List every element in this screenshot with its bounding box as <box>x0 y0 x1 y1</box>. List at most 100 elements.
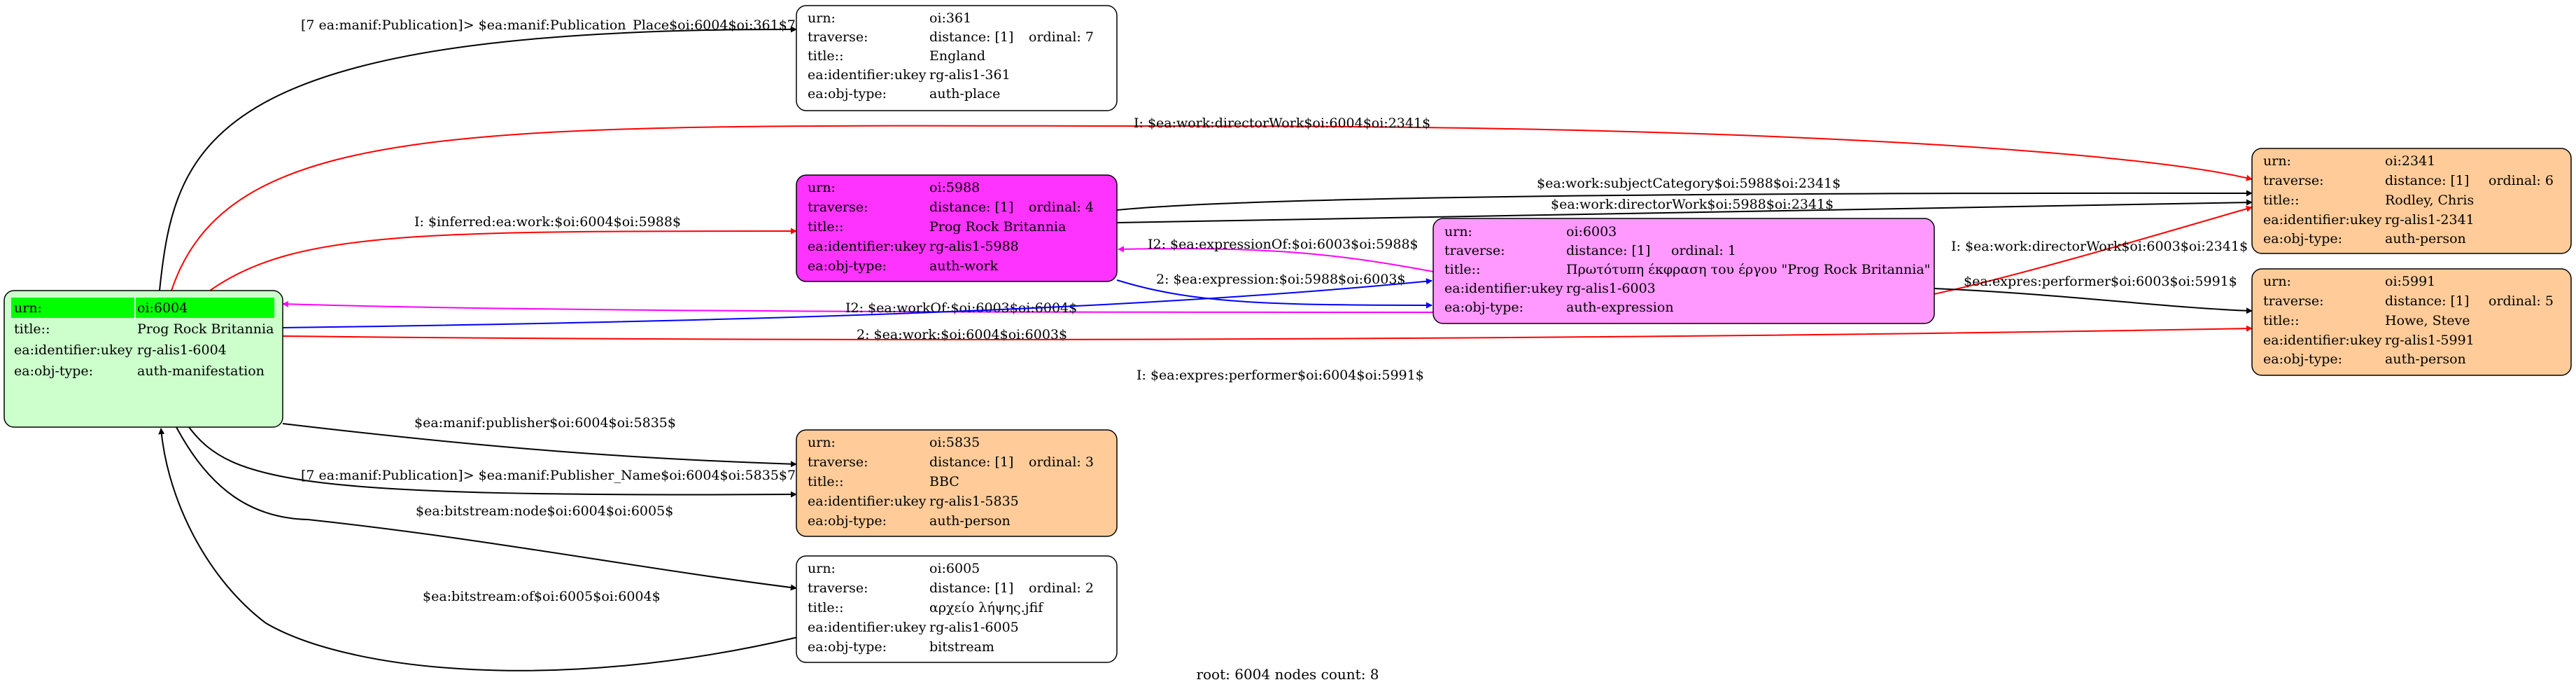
edge-label: $ea:bitstream:node$oi:6004$oi:6005$ <box>416 503 673 519</box>
edge-expression[interactable]: 2: $ea:expression:$oi:5988$oi:6003$ <box>1116 272 1433 309</box>
row-value: auth-manifestation <box>137 363 265 379</box>
edge-subject-category[interactable]: $ea:work:subjectCategory$oi:5988$oi:2341… <box>1116 176 2253 211</box>
node-row-title: title:: BBC <box>808 474 959 489</box>
row-value: rg-alis1-5835 <box>929 494 1019 509</box>
node-row-urn: urn: oi:6005 <box>808 561 980 576</box>
row-key: urn: <box>808 561 836 576</box>
row-key: title:: <box>14 321 50 337</box>
row-value: distance: [1] <box>2385 293 2469 309</box>
node-row-identifier: ea:identifier:ukey rg-alis1-361 <box>808 67 1011 83</box>
row-key: traverse: <box>2263 293 2324 309</box>
edge-label: $ea:expres:performer$oi:6003$oi:5991$ <box>1964 274 2237 289</box>
node-row-traverse: traverse: distance: [1] ordinal: 6 <box>2263 173 2554 188</box>
node-row-title: title:: Rodley, Chris <box>2263 193 2474 208</box>
row-key: ea:identifier:ukey <box>808 67 927 83</box>
row-value: αρχείο λήψης.jfif <box>929 600 1044 615</box>
row-key: urn: <box>1444 224 1472 239</box>
node-oi-6005[interactable]: urn: oi:6005 traverse: distance: [1] ord… <box>796 555 1118 663</box>
edge-publisher-name[interactable]: [7 ea:manif:Publication]> $ea:manif:Publ… <box>188 426 797 498</box>
row-value: rg-alis1-6003 <box>1566 281 1656 296</box>
node-row-obj-type: ea:obj-type: auth-expression <box>1444 300 1674 315</box>
node-oi-6003[interactable]: urn: oi:6003 traverse: distance: [1] ord… <box>1433 218 1935 324</box>
edge-performer-red[interactable]: I: $ea:expres:performer$oi:6004$oi:5991$ <box>282 325 2253 383</box>
row-value: oi:6003 <box>1566 224 1617 239</box>
row-extra: ordinal: 7 <box>1029 29 1094 45</box>
row-value: auth-place <box>929 86 1000 102</box>
row-key: ea:identifier:ukey <box>2263 333 2382 348</box>
row-extra: ordinal: 2 <box>1029 580 1094 596</box>
row-value: distance: [1] <box>1566 243 1650 258</box>
node-row-urn: urn: oi:2341 <box>2263 153 2435 169</box>
edge-publisher[interactable]: $ea:manif:publisher$oi:6004$oi:5835$ <box>282 415 797 468</box>
row-key: title:: <box>808 474 843 489</box>
edge-inferred-work[interactable]: I: $inferred:ea:work:$oi:6004$oi:5988$ <box>209 214 797 291</box>
edge-label: 2: $ea:expression:$oi:5988$oi:6003$ <box>1156 272 1406 287</box>
row-value: distance: [1] <box>929 200 1013 215</box>
row-value: oi:6005 <box>929 561 980 576</box>
row-key: traverse: <box>808 580 868 596</box>
edge-label: [7 ea:manif:Publication]> $ea:manif:Publ… <box>301 468 796 483</box>
row-key: urn: <box>808 180 836 195</box>
node-row-identifier: ea:identifier:ukey rg-alis1-6003 <box>1444 281 1656 296</box>
edge-director-work-red[interactable]: I: $ea:work:directorWork$oi:6004$oi:2341… <box>171 116 2253 291</box>
node-oi-6004[interactable]: urn: oi:6004 title:: Prog Rock Britannia… <box>3 290 283 428</box>
node-oi-2341[interactable]: urn: oi:2341 traverse: distance: [1] ord… <box>2251 148 2572 254</box>
node-row-urn: urn: oi:6003 <box>1444 224 1617 239</box>
row-key: title:: <box>808 48 843 64</box>
row-key: title:: <box>808 219 843 235</box>
row-key: urn: <box>2263 153 2291 169</box>
row-extra: ordinal: 3 <box>1029 454 1094 470</box>
row-value: Prog Rock Britannia <box>929 219 1066 235</box>
node-oi-5988[interactable]: urn: oi:5988 traverse: distance: [1] ord… <box>796 174 1118 282</box>
node-oi-5991[interactable]: urn: oi:5991 traverse: distance: [1] ord… <box>2251 268 2572 376</box>
node-row-urn: urn: oi:5991 <box>2263 274 2435 289</box>
row-value: oi:361 <box>929 11 971 26</box>
row-value: oi:5835 <box>929 435 980 450</box>
row-key: ea:identifier:ukey <box>808 494 927 509</box>
edge-performer[interactable]: $ea:expres:performer$oi:6003$oi:5991$ <box>1934 274 2253 314</box>
row-value: auth-expression <box>1566 300 1674 315</box>
row-key: urn: <box>14 300 42 316</box>
edge-label: 2: $ea:work:$oi:6004$oi:6003$ <box>857 327 1067 342</box>
node-row-obj-type: ea:obj-type: bitstream <box>808 639 994 655</box>
node-oi-361[interactable]: urn: oi:361 traverse: distance: [1] ordi… <box>796 5 1118 111</box>
row-value: oi:5988 <box>929 180 980 195</box>
row-key: title:: <box>2263 313 2299 328</box>
edge-work[interactable]: 2: $ea:work:$oi:6004$oi:6003$ <box>282 278 1433 342</box>
row-value: Πρωτότυπη έκφραση του έργου "Prog Rock B… <box>1566 262 1930 277</box>
row-value: distance: [1] <box>2385 173 2469 188</box>
node-row-traverse: traverse: distance: [1] ordinal: 3 <box>808 454 1094 470</box>
row-value: auth-person <box>929 513 1011 529</box>
node-row-title: title:: Howe, Steve <box>2263 313 2470 328</box>
row-value: Prog Rock Britannia <box>137 321 274 337</box>
row-value: oi:5991 <box>2385 274 2435 289</box>
node-row-identifier: ea:identifier:ukey rg-alis1-2341 <box>2263 212 2475 228</box>
edge-publication-place[interactable]: [7 ea:manif:Publication]> $ea:manif:Publ… <box>159 18 797 291</box>
row-value: auth-person <box>2385 231 2466 246</box>
edge-work-of[interactable]: I2: $ea:workOf:$oi:6003$oi:6004$ <box>282 300 1434 316</box>
row-key: traverse: <box>1444 243 1505 258</box>
edge-label: I: $ea:work:directorWork$oi:6003$oi:2341… <box>1951 239 2248 254</box>
row-key: traverse: <box>808 29 868 45</box>
edge-label: I: $inferred:ea:work:$oi:6004$oi:5988$ <box>414 214 681 230</box>
edge-bitstream-of[interactable]: $ea:bitstream:of$oi:6005$oi:6004$ <box>158 428 798 671</box>
node-row-identifier: ea:identifier:ukey rg-alis1-6005 <box>808 620 1019 635</box>
edge-bitstream-node[interactable]: $ea:bitstream:node$oi:6004$oi:6005$ <box>176 426 797 591</box>
edge-label: I2: $ea:expressionOf:$oi:6003$oi:5988$ <box>1148 237 1419 252</box>
node-row-urn: urn: oi:5835 <box>808 435 980 450</box>
row-key: urn: <box>808 11 836 26</box>
edge-label: $ea:work:directorWork$oi:5988$oi:2341$ <box>1551 197 1834 212</box>
row-value: England <box>929 48 985 64</box>
row-value: rg-alis1-5988 <box>929 239 1019 254</box>
edge-expression-of[interactable]: I2: $ea:expressionOf:$oi:6003$oi:5988$ <box>1118 237 1434 272</box>
row-key: ea:obj-type: <box>808 639 887 655</box>
edge-director-from-expression[interactable]: I: $ea:work:directorWork$oi:6003$oi:2341… <box>1934 205 2253 295</box>
edge-label: $ea:bitstream:of$oi:6005$oi:6004$ <box>423 589 661 604</box>
node-oi-5835[interactable]: urn: oi:5835 traverse: distance: [1] ord… <box>796 429 1118 537</box>
row-value: auth-work <box>929 258 999 274</box>
node-row-title: title:: αρχείο λήψης.jfif <box>808 600 1044 615</box>
node-row-identifier: ea:identifier:ukey rg-alis1-5835 <box>808 494 1019 509</box>
row-extra: ordinal: 6 <box>2489 173 2554 188</box>
row-key: ea:obj-type: <box>14 363 93 379</box>
